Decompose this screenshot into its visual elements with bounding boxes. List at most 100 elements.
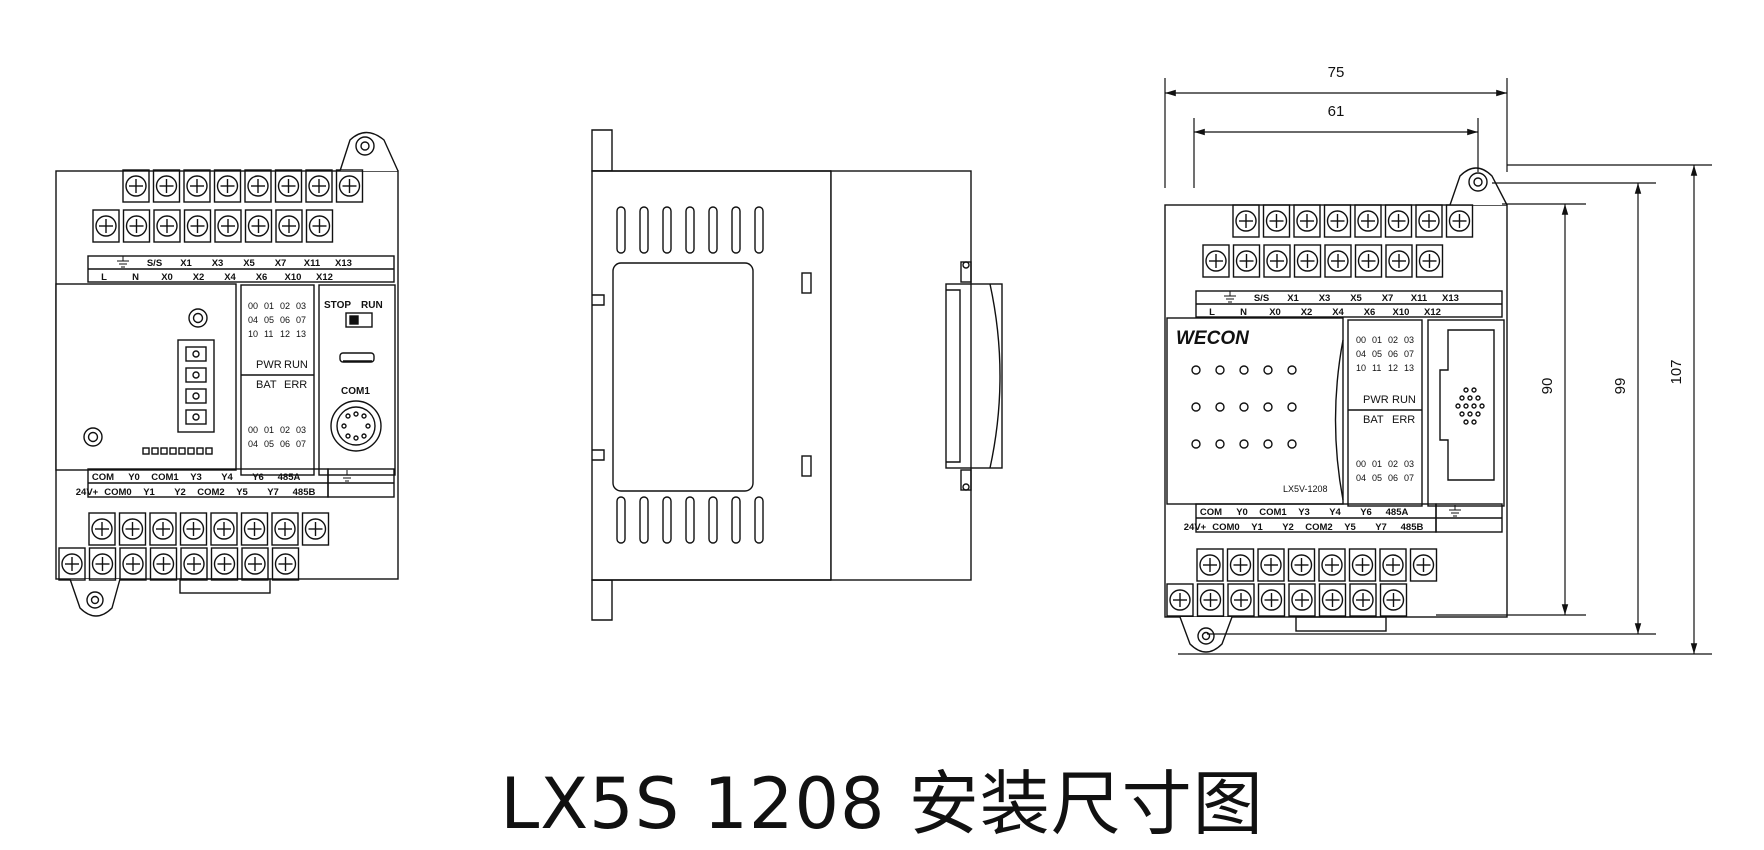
vent-slot	[639, 496, 649, 544]
led-number: 06	[1388, 349, 1398, 359]
vent-slot	[639, 206, 649, 254]
terminal-label: Y7	[267, 487, 279, 498]
terminal-label: COM1	[1259, 507, 1287, 518]
terminal-label: Y4	[1329, 507, 1341, 518]
expansion-pin	[1475, 395, 1481, 401]
terminal-label: Y7	[1375, 522, 1387, 533]
terminal-screw	[1262, 204, 1291, 238]
terminal-label: COM	[1200, 507, 1222, 518]
terminal-label: COM	[92, 472, 114, 483]
indicator-square	[142, 447, 150, 455]
terminal-screw	[92, 209, 120, 243]
terminal-label: X10	[285, 272, 302, 283]
terminal-screw	[1384, 204, 1413, 238]
terminal-label: COM2	[1305, 522, 1332, 533]
terminal-label: X0	[161, 272, 173, 283]
status-bat: BAT	[256, 379, 277, 391]
terminal-screw	[271, 547, 300, 581]
indicator-square	[196, 447, 204, 455]
terminal-screw	[1257, 583, 1286, 617]
terminal-screw	[1323, 204, 1352, 238]
led-dot	[1191, 439, 1201, 449]
led-number: 01	[264, 425, 274, 435]
com-pin	[353, 411, 359, 417]
status-err: ERR	[284, 379, 307, 391]
led-number: 07	[296, 439, 306, 449]
indicator-square	[187, 447, 195, 455]
led-dot	[1287, 439, 1297, 449]
led-number: 05	[1372, 349, 1382, 359]
terminal-label: X12	[316, 272, 333, 283]
terminal-screw	[122, 209, 151, 243]
terminal-screw	[118, 512, 147, 546]
expansion-pin	[1463, 419, 1469, 425]
terminal-screw	[244, 169, 272, 203]
led-dot	[1263, 439, 1273, 449]
terminal-label: COM2	[197, 487, 224, 498]
terminal-label: X10	[1393, 307, 1410, 318]
led-number: 02	[280, 301, 290, 311]
terminal-label: Y2	[1282, 522, 1294, 533]
terminal-screw	[149, 547, 178, 581]
terminal-label: X7	[275, 258, 287, 269]
terminal-screw	[335, 169, 364, 203]
led-number: 07	[1404, 473, 1414, 483]
status-run-right: RUN	[1392, 394, 1416, 406]
terminal-label: X11	[1411, 293, 1428, 304]
terminal-screw	[183, 169, 211, 203]
vent-slot	[616, 206, 626, 254]
switch-stop-label: STOP	[324, 300, 351, 311]
expansion-pin	[1455, 403, 1461, 409]
status-pwr: PWR	[256, 359, 282, 371]
terminal-label: X13	[335, 258, 352, 269]
terminal-label: X2	[193, 272, 205, 283]
led-number: 13	[296, 329, 306, 339]
led-number: 06	[280, 315, 290, 325]
terminal-label: X1	[180, 258, 192, 269]
terminal-screw	[153, 209, 181, 243]
expansion-pin	[1467, 395, 1473, 401]
terminal-label: Y6	[1360, 507, 1372, 518]
terminal-label: COM1	[151, 472, 179, 483]
terminal-label: Y3	[1298, 507, 1310, 518]
led-number: 04	[248, 315, 258, 325]
terminal-label: Y6	[252, 472, 264, 483]
switch-run-label: RUN	[361, 300, 383, 311]
terminal-label: 485A	[1386, 507, 1409, 518]
led-number: 06	[1388, 473, 1398, 483]
indicator-square	[151, 447, 159, 455]
ground-icon	[341, 470, 353, 482]
led-number: 03	[1404, 459, 1414, 469]
led-number: 01	[1372, 335, 1382, 345]
terminal-screw	[88, 512, 116, 546]
com-pin	[345, 413, 351, 419]
plug-pin	[185, 409, 207, 425]
terminal-screw	[1293, 244, 1322, 278]
terminal-screw	[1166, 583, 1194, 617]
terminal-label: X6	[1364, 307, 1376, 318]
led-number: 04	[248, 439, 258, 449]
terminal-screw	[179, 512, 208, 546]
terminal-label: X0	[1269, 307, 1281, 318]
expansion-pin	[1471, 387, 1477, 393]
plug-pin	[185, 367, 207, 383]
expansion-pin	[1459, 395, 1465, 401]
expansion-pin	[1475, 411, 1481, 417]
led-number: 05	[264, 315, 274, 325]
led-number: 03	[296, 425, 306, 435]
terminal-label: Y1	[1251, 522, 1263, 533]
led-dot	[1215, 439, 1225, 449]
terminal-screw	[213, 169, 242, 203]
terminal-screw	[180, 547, 208, 581]
terminal-label: X3	[212, 258, 224, 269]
led-dot	[1215, 402, 1225, 412]
led-number: 00	[248, 301, 258, 311]
led-number: 01	[264, 301, 274, 311]
side-view	[591, 129, 1003, 621]
led-number: 11	[1372, 363, 1381, 373]
led-dot	[1191, 402, 1201, 412]
led-number: 01	[1372, 459, 1382, 469]
vent-slot	[616, 496, 626, 544]
